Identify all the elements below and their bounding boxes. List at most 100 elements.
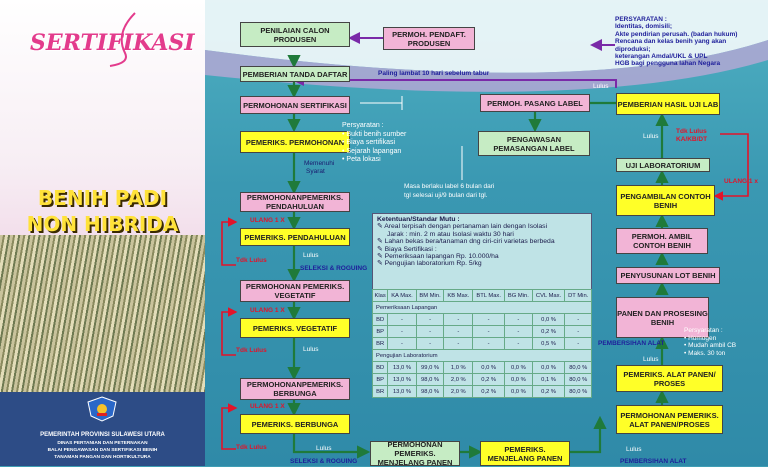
- box-permohonan-menjelang-panen[interactable]: PERMOHONAN PEMERIKS. MENJELANG PANEN: [370, 440, 460, 467]
- persyaratan-right: Persyaratan : • Homogen • Mudah ambil CB…: [684, 327, 736, 357]
- box-permohonan-sertifikasi[interactable]: PERMOHONAN SERTIFIKASI: [240, 96, 350, 114]
- label-tdk-lulus-ka: Tdk Lulus KA/KB/DT: [676, 128, 708, 143]
- box-pemeriks-pendahuluan[interactable]: PEMERIKS. PENDAHULUAN: [240, 228, 350, 246]
- persyaratan-top: PERSYARATAN : Identitas, domisili; Akte …: [615, 16, 737, 68]
- box-penyusunan-lot-benih[interactable]: PENYUSUNAN LOT BENIH: [616, 267, 720, 284]
- box-permoh-ambil-contoh-benih[interactable]: PERMOH. AMBIL CONTOH BENIH: [616, 228, 708, 254]
- table-cell: -: [415, 313, 445, 326]
- persyaratan-mid-line: • Peta lokasi: [342, 156, 381, 164]
- table-section-row: Pengujian Laboratorium: [372, 349, 592, 362]
- table-header: BTL Max.: [472, 289, 506, 302]
- table-cell: 80,0 %: [564, 373, 592, 386]
- ketentuan-title: Ketentuan/Standar Mutu :: [377, 216, 460, 223]
- box-pemberian-tanda-daftar[interactable]: PEMBERIAN TANDA DAFTAR: [240, 66, 350, 82]
- table-header: KB Max.: [443, 289, 474, 302]
- box-permohonan-berbunga[interactable]: PERMOHONANPEMERIKS. BERBUNGA: [240, 378, 350, 400]
- table-cell: -: [472, 337, 506, 350]
- table-header-row: Klas KA Max. BM Min. KB Max. BTL Max. BG…: [371, 289, 592, 302]
- label-syarat: Syarat: [306, 168, 325, 175]
- table-cell: -: [387, 337, 417, 350]
- label-pembersihan-2: PEMBERSIHAN ALAT: [620, 458, 687, 465]
- pencil-icon: ✎: [377, 253, 385, 261]
- label-paling-lambat: Paling lambat 10 hari sebelum tabur: [378, 70, 490, 77]
- box-pemeriks-berbunga[interactable]: PEMERIKS. BERBUNGA: [240, 414, 350, 434]
- rice-field-image: [0, 235, 205, 395]
- footer-institution: PEMERINTAH PROVINSI SULAWESI UTARA DINAS…: [0, 392, 205, 466]
- table-cell: BP: [371, 325, 389, 338]
- table-section-row: Pemeriksaan Lapangan: [372, 301, 592, 314]
- table-header: CVL Max.: [531, 289, 566, 302]
- box-permohonan-pendahuluan[interactable]: PERMOHONANPEMERIKS. PENDAHULUAN: [240, 192, 350, 212]
- label-lulus-2: Lulus: [303, 346, 319, 353]
- table-cell: BP: [371, 373, 389, 386]
- box-permoh-pendaft-produsen[interactable]: PERMOH. PENDAFT. PRODUSEN: [383, 27, 475, 50]
- box-pengambilan-contoh-benih[interactable]: PENGAMBILAN CONTOH BENIH: [616, 185, 715, 216]
- table-cell: 0,2 %: [531, 325, 566, 338]
- ketentuan-line: ✎ Biaya Sertifikasi :: [377, 246, 587, 253]
- box-permoh-pasang-label[interactable]: PERMOH. PASANG LABEL: [480, 94, 590, 112]
- standar-mutu-table: Klas KA Max. BM Min. KB Max. BTL Max. BG…: [371, 289, 592, 398]
- table-cell: 0,0 %: [531, 313, 566, 326]
- table-cell: 99,0 %: [415, 361, 445, 374]
- table-row: BR-----0,5 %-: [371, 337, 592, 350]
- box-permohonan-pemeriks-alat[interactable]: PERMOHONAN PEMERIKS. ALAT PANEN/PROSES: [616, 405, 723, 434]
- table-cell: -: [564, 313, 592, 326]
- table-cell: -: [472, 313, 506, 326]
- box-panen-dan-prosesing[interactable]: PANEN DAN PROSESING BENIH: [616, 297, 709, 338]
- table-cell: 0,0 %: [531, 361, 566, 374]
- box-uji-laboratorium[interactable]: UJI LABORATORIUM: [616, 158, 710, 172]
- footer-line4: TANAMAN PANGAN DAN HORTIKULTURA: [54, 455, 151, 460]
- table-cell: 0,0 %: [504, 373, 533, 386]
- table-cell: 1,0 %: [443, 361, 474, 374]
- persyaratan-right-line: • Mudah ambil CB: [684, 342, 737, 349]
- pencil-icon: ✎: [377, 223, 385, 231]
- box-pemeriks-permohonan[interactable]: PEMERIKS. PERMOHONAN: [240, 131, 350, 153]
- province-emblem-icon: [87, 396, 117, 422]
- ketentuan-text: Areal terpisah dengan pertanaman lain de…: [384, 223, 548, 231]
- box-pemeriks-menjelang-panen[interactable]: PEMERIKS. MENJELANG PANEN: [480, 441, 570, 466]
- table-cell: -: [504, 337, 533, 350]
- footer-line3: BALAI PENGAWASAN DAN SERTIFIKASI BENIH: [47, 448, 158, 453]
- persyaratan-top-line: keterangan Amdal/UKL & UPL: [615, 53, 708, 61]
- persyaratan-mid-line: • Biaya sertifikasi: [342, 139, 396, 147]
- box-pemberian-hasil-uji-lab[interactable]: PEMBERIAN HASIL UJI LAB: [616, 93, 720, 115]
- persyaratan-top-line: Identitas, domisili;: [615, 23, 673, 31]
- label-lulus-5: Lulus: [643, 133, 659, 140]
- table-header: Klas: [371, 289, 389, 302]
- table-header: DT Min.: [564, 289, 592, 302]
- ketentuan-text: Pemeriksaan lapangan Rp. 10.000/ha: [384, 253, 499, 261]
- table-header: BM Min.: [415, 289, 445, 302]
- persyaratan-right-line: • Homogen: [684, 334, 717, 342]
- section-pengujian-laboratorium: Pengujian Laboratorium: [372, 349, 592, 362]
- ketentuan-line: ✎ Lahan bekas bera/tanaman dng ciri-ciri…: [377, 238, 587, 245]
- label-pembersihan-1: PEMBERSIHAN ALAT: [598, 340, 665, 347]
- table-cell: BR: [371, 385, 389, 398]
- table-cell: 13,0 %: [387, 361, 417, 374]
- box-penilaian-calon-produsen[interactable]: PENILAIAN CALON PRODUSEN: [240, 22, 350, 47]
- ketentuan-line: ✎ Pemeriksaan lapangan Rp. 10.000/ha: [377, 253, 587, 260]
- table-cell: 0,5 %: [531, 337, 566, 350]
- table-cell: -: [443, 337, 474, 350]
- footer-line1: PEMERINTAH PROVINSI SULAWESI UTARA: [40, 432, 165, 438]
- box-permohonan-vegetatif[interactable]: PERMOHONAN PEMERIKS. VEGETATIF: [240, 280, 350, 302]
- footer-line2: DINAS PERTANIAN DAN PETERNAKAN: [57, 441, 148, 446]
- table-cell: 0,0 %: [504, 361, 533, 374]
- table-cell: 0,1 %: [531, 373, 566, 386]
- section-pemeriksaan-lapangan: Pemeriksaan Lapangan: [372, 301, 592, 314]
- persyaratan-top-line: HGB bagi pengguna lahan Negara: [615, 60, 721, 68]
- label-lulus-7: Lulus: [626, 446, 642, 453]
- title-block: BENIH PADI NON HIBRIDA: [0, 185, 205, 237]
- ketentuan-text: Pengujian laboratorium Rp. 5/kg: [384, 260, 482, 268]
- persyaratan-right-line: • Maks. 30 ton: [684, 349, 726, 357]
- table-cell: 2,0 %: [443, 385, 474, 398]
- table-cell: 13,0 %: [387, 385, 417, 398]
- box-pemeriks-alat-panen[interactable]: PEMERIKS. ALAT PANEN/ PROSES: [616, 365, 723, 392]
- persyaratan-right-title: Persyaratan :: [684, 327, 723, 334]
- label-seleksi-2: SELEKSI & ROGUING: [290, 458, 358, 465]
- box-pemeriks-vegetatif[interactable]: PEMERIKS. VEGETATIF: [240, 318, 350, 338]
- label-memenuhi: Memenuhi: [304, 160, 335, 167]
- box-pengawasan-pemasangan-label[interactable]: PENGAWASAN PEMASANGAN LABEL: [478, 131, 590, 156]
